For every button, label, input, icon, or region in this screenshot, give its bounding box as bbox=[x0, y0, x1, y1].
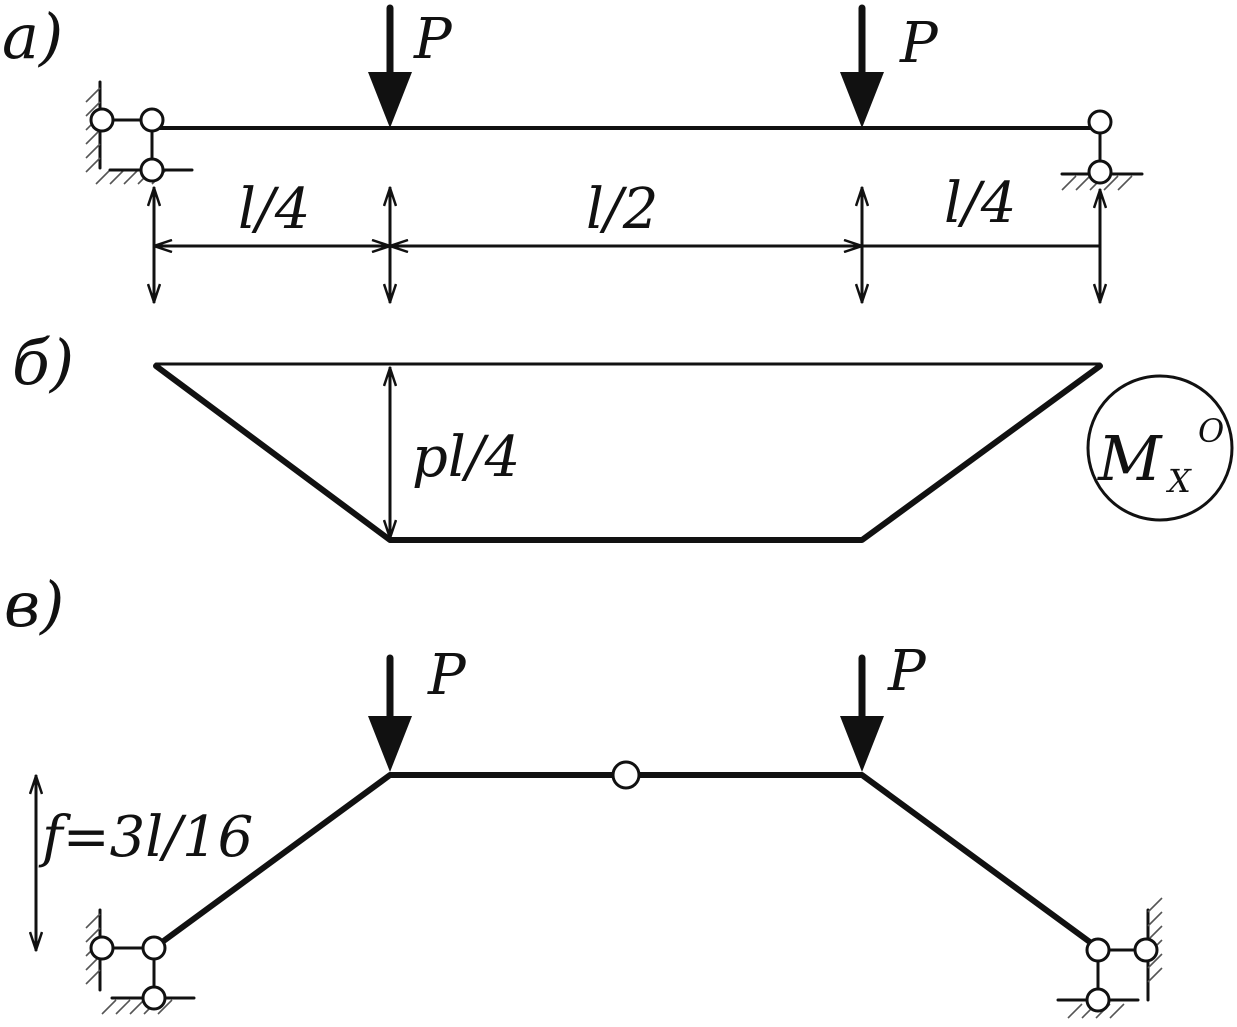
load-label-c-left: P bbox=[427, 643, 467, 708]
dimension-lines bbox=[154, 186, 1100, 304]
dimension-label-seg2: l/2 bbox=[586, 177, 658, 242]
load-arrow-c-left bbox=[368, 654, 412, 772]
panel-b-label: б) bbox=[12, 326, 74, 399]
moment-subscript: X bbox=[1165, 462, 1192, 500]
left-support-c bbox=[85, 908, 196, 1015]
moment-diagram-outline bbox=[153, 363, 1103, 543]
moment-ordinate-label: pl/4 bbox=[412, 425, 520, 490]
panel-a-label: а) bbox=[2, 0, 63, 73]
arch-outline bbox=[151, 772, 1101, 951]
panel-c-label: в) bbox=[4, 568, 64, 641]
moment-symbol: M bbox=[1097, 422, 1163, 495]
dimension-label-seg1: l/4 bbox=[238, 177, 310, 242]
load-arrow-a-left bbox=[368, 4, 412, 128]
load-arrow-a-right bbox=[840, 4, 884, 128]
load-arrow-c-right bbox=[840, 654, 884, 772]
moment-superscript: O bbox=[1198, 412, 1224, 450]
load-label-a-left: P bbox=[413, 7, 453, 72]
moment-symbol-badge: M X O bbox=[1086, 374, 1234, 522]
right-support-a bbox=[1060, 109, 1144, 191]
right-support-c bbox=[1056, 897, 1163, 1019]
crown-hinge bbox=[611, 760, 641, 790]
left-support-a bbox=[85, 80, 194, 185]
load-label-a-right: P bbox=[899, 11, 939, 76]
rise-label: f=3l/16 bbox=[38, 805, 253, 870]
load-label-c-right: P bbox=[887, 639, 927, 704]
dimension-label-seg3: l/4 bbox=[944, 171, 1016, 236]
